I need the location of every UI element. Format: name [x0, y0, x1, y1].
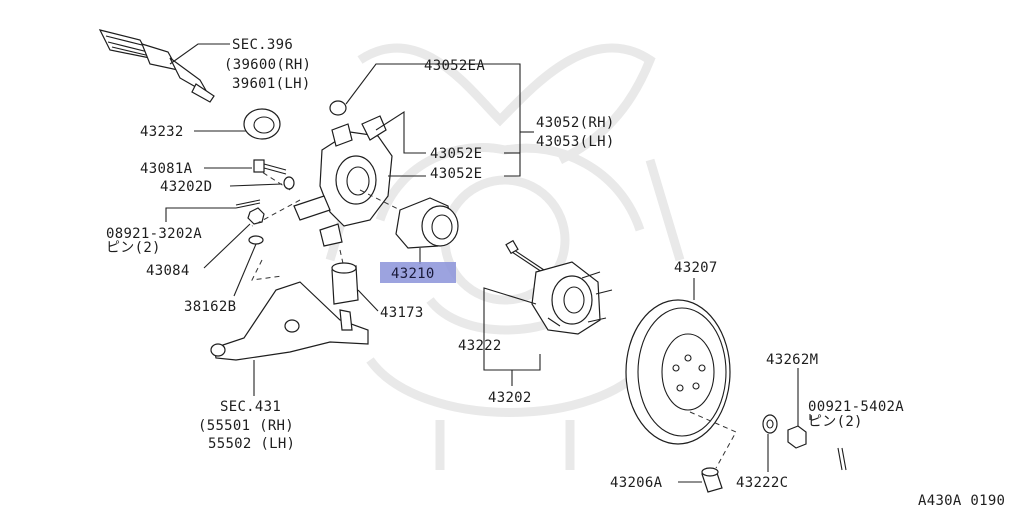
label-pin-2-b: ピン(2): [808, 414, 863, 430]
label-43081a: 43081A: [140, 161, 193, 177]
lower-arm-drawing: [210, 281, 369, 361]
label-pin-2-a: ピン(2): [106, 240, 161, 256]
nut-drawing: [247, 207, 265, 245]
bolt-drawing: [253, 159, 287, 175]
label-43202: 43202: [488, 390, 532, 406]
label-43052-rh: 43052(RH): [536, 115, 615, 131]
leader-43202d: [229, 183, 283, 187]
drive-shaft-drawing: [98, 29, 215, 103]
label-43206a: 43206A: [610, 475, 663, 491]
label-sec396: SEC.396: [232, 37, 293, 53]
leader-sec396: [169, 43, 230, 65]
label-43173: 43173: [380, 305, 424, 321]
label-55501-rh: (55501 (RH): [198, 418, 294, 434]
hub-bearing-drawing: [395, 197, 459, 249]
label-43222c: 43222C: [736, 475, 788, 491]
catalog-code: A430A 0190: [918, 493, 1005, 509]
oil-seal-drawing: [243, 108, 281, 140]
leader-43052e-1: [375, 110, 426, 154]
leader-08921-3202a: [165, 207, 236, 222]
leader-43084: [203, 223, 251, 269]
label-00921-5402a: 00921-5402A: [808, 399, 904, 415]
leader-38162b: [233, 243, 257, 297]
label-43052e-1: 43052E: [430, 146, 482, 162]
watermark-emblem: [325, 43, 685, 470]
hub-nut-drawing: [762, 414, 807, 449]
leader-43222: [483, 287, 541, 371]
leader-43173: [357, 289, 379, 312]
label-55502-lh: 55502 (LH): [208, 436, 295, 452]
label-43084: 43084: [146, 263, 190, 279]
dashed-guides-arm: [251, 259, 283, 281]
cotter-pin-2-drawing: [837, 447, 847, 471]
label-43222: 43222: [458, 338, 502, 354]
label-39600-rh: (39600(RH): [224, 57, 311, 73]
label-38162b: 38162B: [184, 299, 236, 315]
label-43210[interactable]: 43210: [391, 266, 435, 282]
label-43052ea: 43052EA: [424, 58, 485, 74]
knuckle-drawing: [293, 100, 393, 247]
label-sec431: SEC.431: [220, 399, 281, 415]
cotter-pin-drawing: [235, 199, 261, 209]
plug-drawing: [701, 467, 723, 493]
axle-hub-drawing: [505, 239, 613, 335]
label-43207: 43207: [674, 260, 718, 276]
label-43052e-2: 43052E: [430, 166, 482, 182]
washer-drawing: [283, 176, 295, 190]
brake-rotor-drawing: [625, 299, 731, 445]
bushing-drawing: [331, 262, 359, 305]
highlight-43210[interactable]: [380, 262, 456, 283]
label-43262m: 43262M: [766, 352, 818, 368]
leader-43052ea: [345, 63, 521, 177]
label-43232: 43232: [140, 124, 184, 140]
label-43202d: 43202D: [160, 179, 212, 195]
label-08921-3202a: 08921-3202A: [106, 226, 202, 242]
label-43053-lh: 43053(LH): [536, 134, 615, 150]
dashed-guides-knuckle: [251, 171, 421, 269]
label-39601-lh: 39601(LH): [232, 76, 311, 92]
